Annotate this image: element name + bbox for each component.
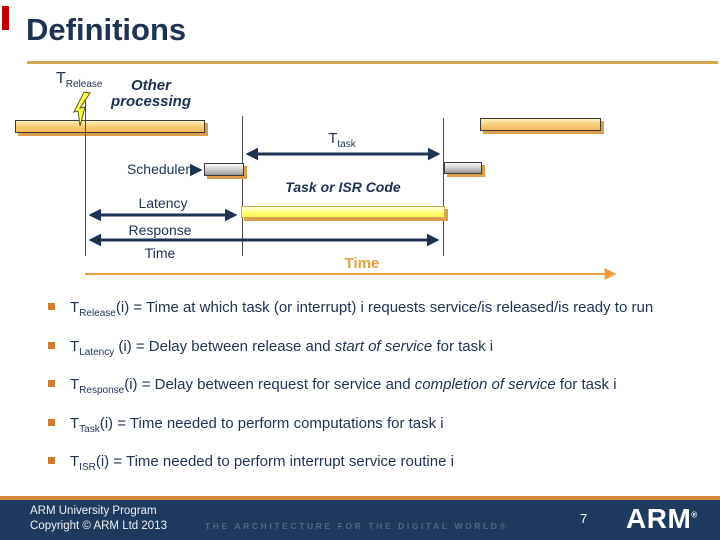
term-sub: ISR: [79, 462, 96, 473]
bullet-item-t-isr: TISR(i) = Time needed to perform interru…: [48, 452, 704, 478]
footer-copyright: Copyright © ARM Ltd 2013: [30, 520, 167, 532]
t-release-sub: Release: [65, 78, 103, 90]
term-base: T: [70, 414, 80, 432]
definition-text: (i) = Delay between request for service …: [124, 376, 415, 393]
page-title: Definitions: [26, 12, 187, 47]
task-isr-code-bar: [241, 206, 445, 218]
bullet-item-t-response: TResponse(i) = Delay between request for…: [48, 375, 704, 401]
arm-logo: ARM®: [626, 503, 698, 535]
term-base: T: [70, 453, 80, 470]
bullet-item-t-release: TRelease(i) = Time at which task (or int…: [48, 298, 704, 324]
t-task-sub: task: [337, 138, 356, 150]
t-release-base: T: [56, 70, 66, 87]
arm-logo-text: ARM: [626, 503, 692, 534]
title-underline: [27, 61, 718, 64]
other-processing-line2: processing: [110, 93, 192, 110]
term-sub: Latency: [79, 346, 115, 358]
other-processing-line1: Other: [130, 77, 171, 94]
term-sub: Release: [79, 308, 116, 319]
definition-text: (i) = Time at which task (or interrupt) …: [115, 299, 654, 316]
term-base: T: [70, 337, 80, 355]
scheduler-bar-end: [444, 162, 482, 174]
scheduler-bar-start: [204, 163, 244, 176]
footer-band: [0, 500, 720, 540]
definition-text: (i) = Delay between release and: [114, 337, 335, 355]
footer-program-name: ARM University Program: [30, 505, 157, 517]
term-base: T: [70, 299, 80, 316]
definition-emphasis: start of service: [334, 337, 433, 355]
scheduler-label: Scheduler: [126, 161, 190, 177]
footer-tagline: THE ARCHITECTURE FOR THE DIGITAL WORLD®: [205, 521, 509, 531]
time-axis-label: Time: [344, 255, 380, 272]
footer-credits: ARM University Program Copyright © ARM L…: [30, 504, 167, 534]
latency-label: Latency: [138, 195, 188, 211]
bullet-square-icon: [48, 380, 55, 387]
definition-tail: for task i: [555, 376, 617, 393]
bullet-square-icon: [48, 341, 55, 349]
definitions-list: TRelease(i) = Time at which task (or int…: [48, 298, 704, 491]
task-or-isr-code-label: Task or ISR Code: [285, 179, 401, 195]
term-sub: Response: [79, 385, 125, 396]
definition-text: (i) = Time needed to perform computation…: [99, 414, 444, 432]
bullet-item-t-latency: TLatency (i) = Delay between release and…: [48, 337, 704, 363]
red-corner-mark: [2, 6, 9, 30]
footer-accent-rule: [0, 496, 720, 500]
t-release-label: TRelease: [56, 70, 102, 90]
response-label-line1: Response: [128, 222, 192, 238]
resumed-processing-bar: [480, 118, 601, 131]
bullet-item-t-task: TTask(i) = Time needed to perform comput…: [48, 414, 704, 440]
bullet-square-icon: [48, 418, 55, 426]
response-label-line2: Time: [144, 245, 176, 261]
term-sub: Task: [79, 423, 100, 435]
page-number: 7: [580, 511, 588, 526]
other-processing-bar: [15, 120, 205, 133]
t-task-label: Ttask: [311, 130, 373, 150]
registered-mark: ®: [691, 510, 698, 520]
definition-text: (i) = Time needed to perform interrupt s…: [95, 453, 454, 470]
other-processing-label: Other processing: [95, 78, 207, 110]
definition-tail: for task i: [432, 337, 494, 355]
term-base: T: [70, 376, 80, 393]
definition-emphasis: completion of service: [414, 376, 556, 393]
t-task-base: T: [328, 130, 338, 147]
bullet-square-icon: [48, 303, 55, 310]
bullet-square-icon: [48, 457, 55, 464]
